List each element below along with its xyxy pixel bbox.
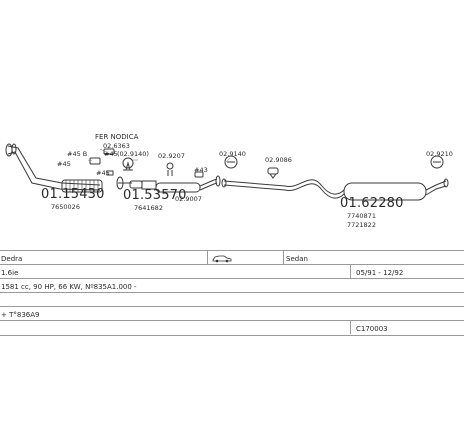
part2-ref: 7641682 (134, 204, 163, 212)
engine-label: 1.6ie (1, 269, 19, 277)
extra-label: + T°836A9 (1, 311, 40, 319)
label-02-9086: 02.9086 (265, 156, 292, 164)
label-45-mid: #45 (96, 169, 110, 177)
part2-number: 01.53570 (123, 188, 187, 203)
part1-ref: 7650026 (51, 203, 80, 211)
label-43: #43 (194, 166, 208, 174)
label-45-b: #45 B (67, 150, 88, 158)
separator (207, 250, 208, 264)
separator (283, 250, 284, 264)
part3-ref-b: 7721822 (347, 221, 376, 229)
exhaust-system-diagram (5, 143, 449, 201)
clamps (89, 148, 204, 178)
part1-number: 01.15430 (41, 187, 105, 202)
label-02-9210: 02.9210 (426, 150, 453, 158)
label-fer-nodica: FER NODICA (95, 133, 139, 141)
separator (350, 320, 351, 334)
part3-number: 01.62280 (340, 196, 404, 211)
hanger-mounts (122, 155, 444, 179)
kit-code-label: C170003 (356, 325, 388, 333)
front-pipe-part (5, 143, 103, 193)
info-row-kit: C170003 (0, 320, 464, 336)
label-45-left: #45 (57, 160, 71, 168)
info-row-engine: 1.6ie 05/91 - 12/92 (0, 264, 464, 279)
info-row-model: Dedra Sedan (0, 250, 464, 265)
label-45-a: #45 (104, 150, 118, 158)
rear-pipe-part (221, 178, 449, 201)
years-label: 05/91 - 12/92 (356, 269, 404, 277)
center-pipe-part (116, 175, 221, 193)
car-icon (212, 255, 232, 263)
model-label: Dedra (1, 255, 23, 263)
info-row-extra: + T°836A9 (0, 306, 464, 321)
label-02-9140-b: 02.9140 (219, 150, 246, 158)
part3-ref-a: 7740871 (347, 212, 376, 220)
label-02-6363: 02.6363 (103, 142, 130, 150)
separator (350, 264, 351, 278)
body-type-label: Sedan (286, 255, 308, 263)
label-02-9007: 02.9007 (175, 195, 202, 203)
engine-detail-label: 1581 cc, 90 HP, 66 KW, Nº835A1.000 - (1, 283, 137, 291)
label-02-9207-a: 02.9207 (158, 152, 185, 160)
info-row-engine-detail: 1581 cc, 90 HP, 66 KW, Nº835A1.000 - (0, 278, 464, 293)
info-row-blank (0, 292, 464, 307)
label-02-9140-top: (02.9140) (117, 150, 149, 158)
